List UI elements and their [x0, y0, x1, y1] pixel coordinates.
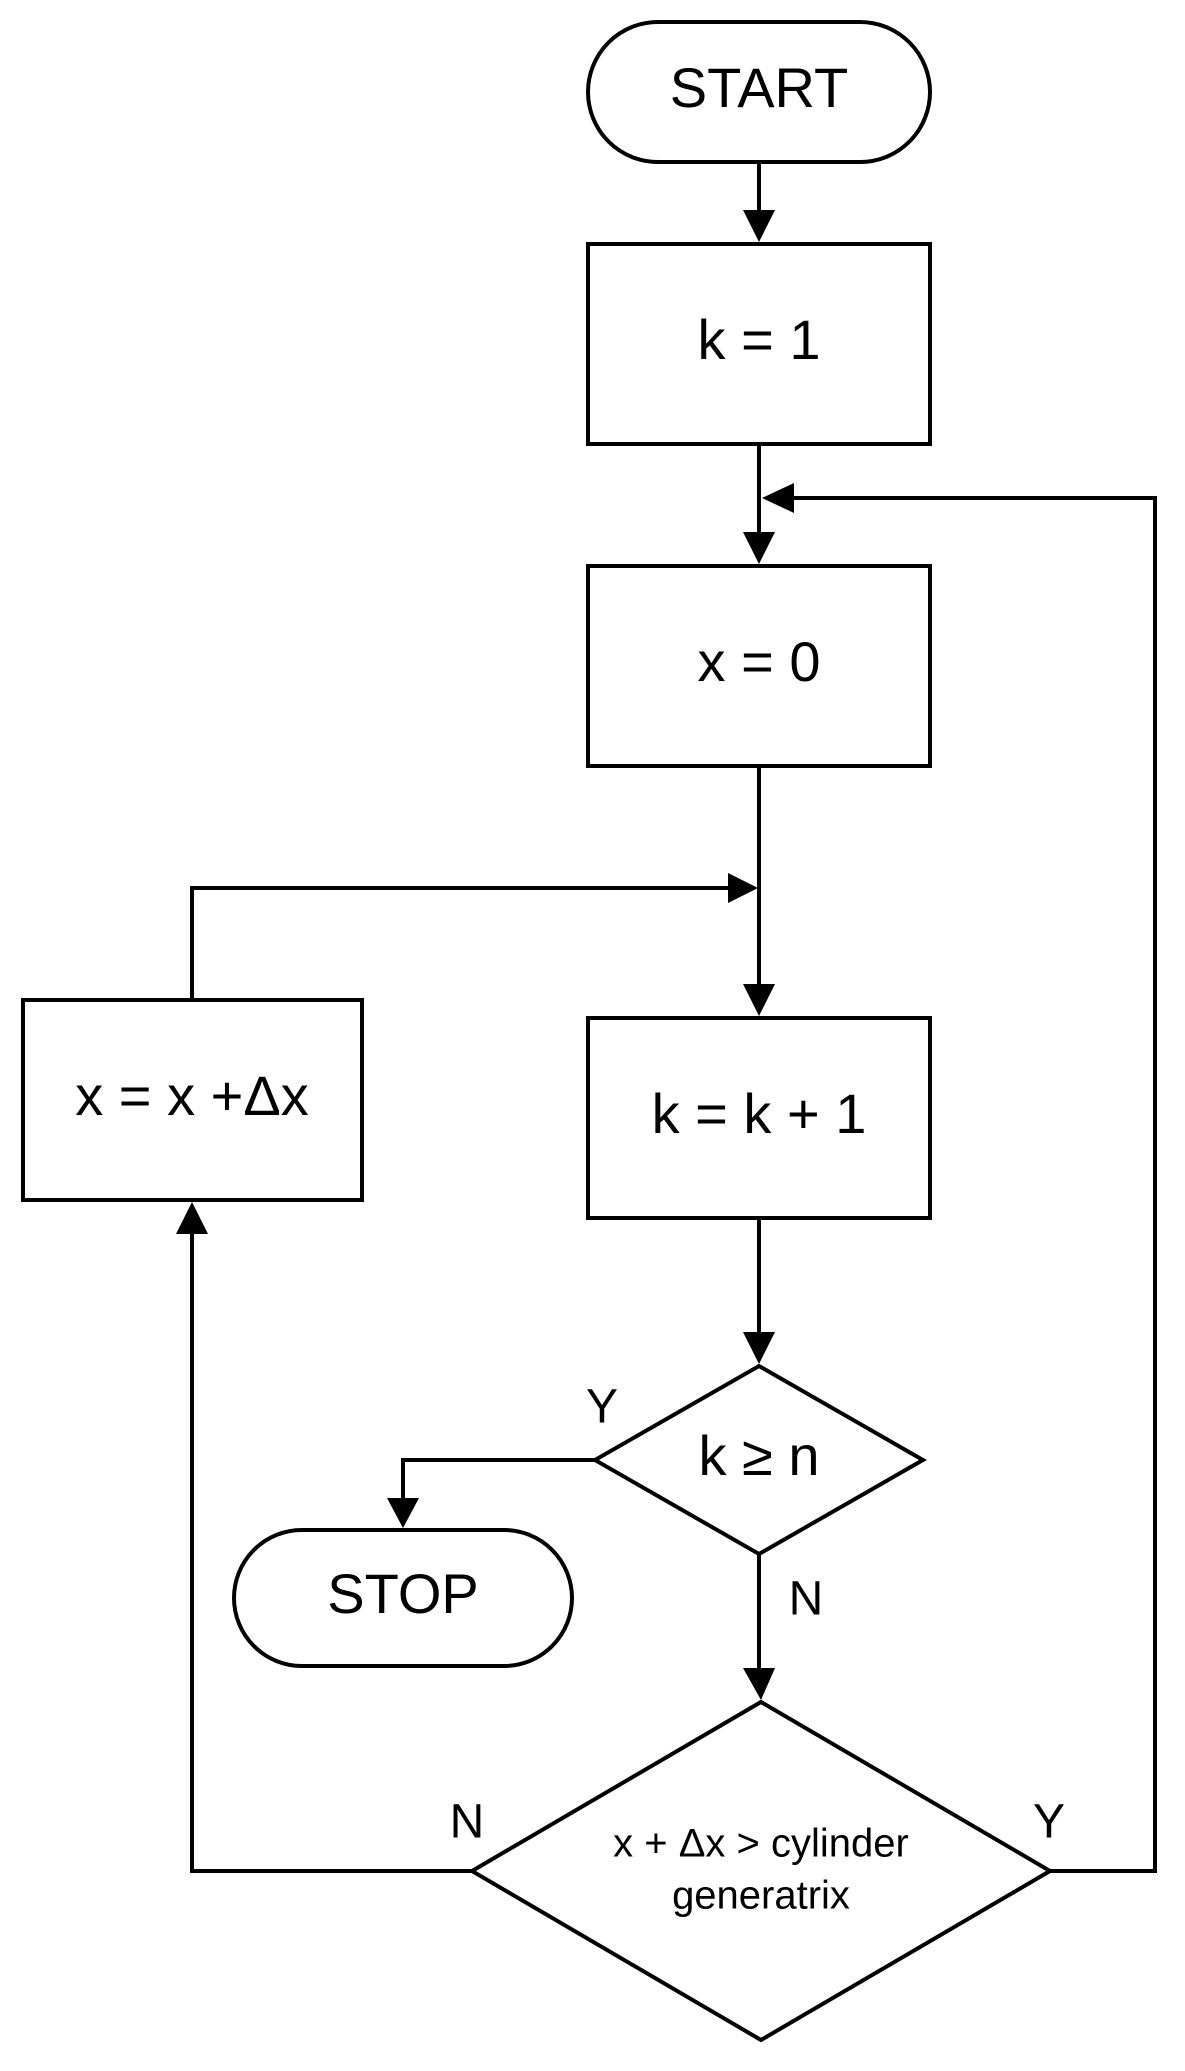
increment-k-label: k = k + 1	[652, 1082, 867, 1145]
check-k-no-label: N	[789, 1573, 824, 1626]
check-x-yes-label: Y	[1033, 1796, 1065, 1849]
check-k-label: k ≥ n	[699, 1424, 820, 1487]
init-k-process: k = 1	[586, 242, 932, 446]
check-x-no-label: N	[450, 1796, 485, 1849]
check-x-decision: x + Δx > cylinder generatrix	[468, 1699, 1054, 2043]
increment-x-label: x = x +Δx	[75, 1064, 309, 1127]
start-label: START	[670, 56, 848, 119]
connector-loop-back-to-x0	[762, 483, 1157, 1873]
connector-check-x-to-xinc	[176, 1202, 472, 1873]
increment-k-process: k = k + 1	[586, 1016, 932, 1220]
init-x-process: x = 0	[586, 564, 932, 768]
connector-k1-to-x0	[743, 444, 775, 564]
init-k-label: k = 1	[698, 308, 821, 371]
check-x-label-line1: x + Δx > cylinder	[613, 1822, 909, 1866]
check-x-label-line2: generatrix	[672, 1874, 850, 1918]
start-terminator: START	[586, 20, 932, 164]
stop-label: STOP	[327, 1562, 478, 1625]
connector-check-k-to-stop	[387, 1458, 595, 1528]
check-k-decision: k ≥ n	[590, 1363, 928, 1557]
connector-check-k-to-check-x	[743, 1554, 775, 1700]
check-k-yes-label: Y	[586, 1381, 618, 1434]
increment-x-process: x = x +Δx	[21, 998, 364, 1202]
init-x-label: x = 0	[698, 630, 821, 693]
connector-xinc-to-merge	[190, 873, 758, 1000]
connector-start-to-k1	[743, 162, 775, 242]
connector-x0-to-kinc	[743, 766, 775, 1016]
connector-kinc-to-check-k	[743, 1218, 775, 1364]
stop-terminator: STOP	[232, 1528, 574, 1668]
